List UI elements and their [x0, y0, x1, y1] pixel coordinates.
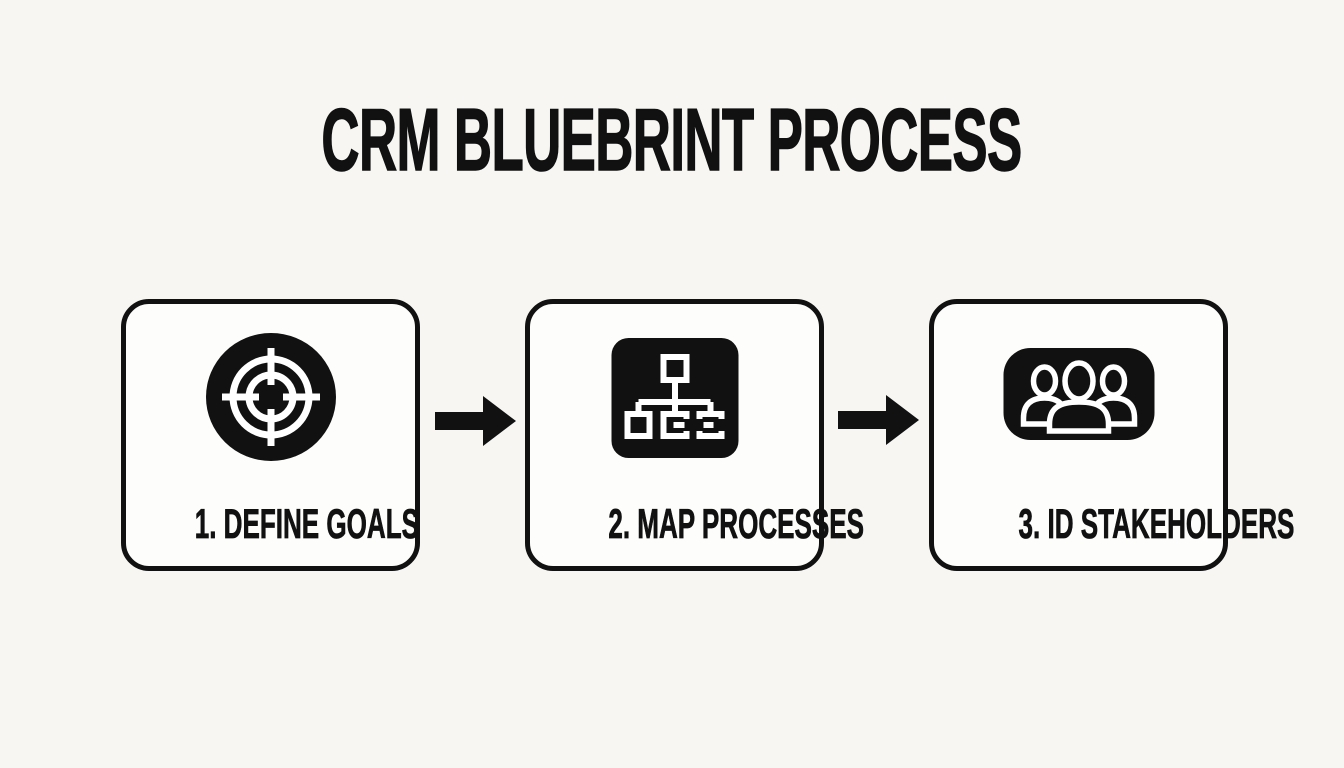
step-label-wrap: 2. MAP PROCESSES: [530, 502, 864, 545]
target-icon: [205, 333, 336, 461]
step-card-map-processes: 2. MAP PROCESSES: [525, 299, 864, 571]
step-card-define-goals: 1. DEFINE GOALS: [121, 299, 420, 571]
people-icon: [1003, 348, 1154, 440]
step-label-id-stakeholders: 3. ID STAKEHOLDERS: [1018, 500, 1295, 547]
arrow-right-icon: [838, 394, 920, 446]
arrow-right-icon: [435, 395, 517, 447]
step-label-wrap: 1. DEFINE GOALS: [126, 502, 419, 545]
page-title-text: CRM BLUEBRINT PROCESS: [321, 90, 1023, 189]
flowchart-icon: [611, 338, 738, 458]
page-title: CRM BLUEBRINT PROCESS: [0, 90, 1344, 189]
step-label-map-processes: 2. MAP PROCESSES: [608, 500, 865, 547]
step-label-wrap: 3. ID STAKEHOLDERS: [934, 502, 1294, 545]
step-card-id-stakeholders: 3. ID STAKEHOLDERS: [929, 299, 1295, 571]
step-label-define-goals: 1. DEFINE GOALS: [194, 500, 419, 547]
